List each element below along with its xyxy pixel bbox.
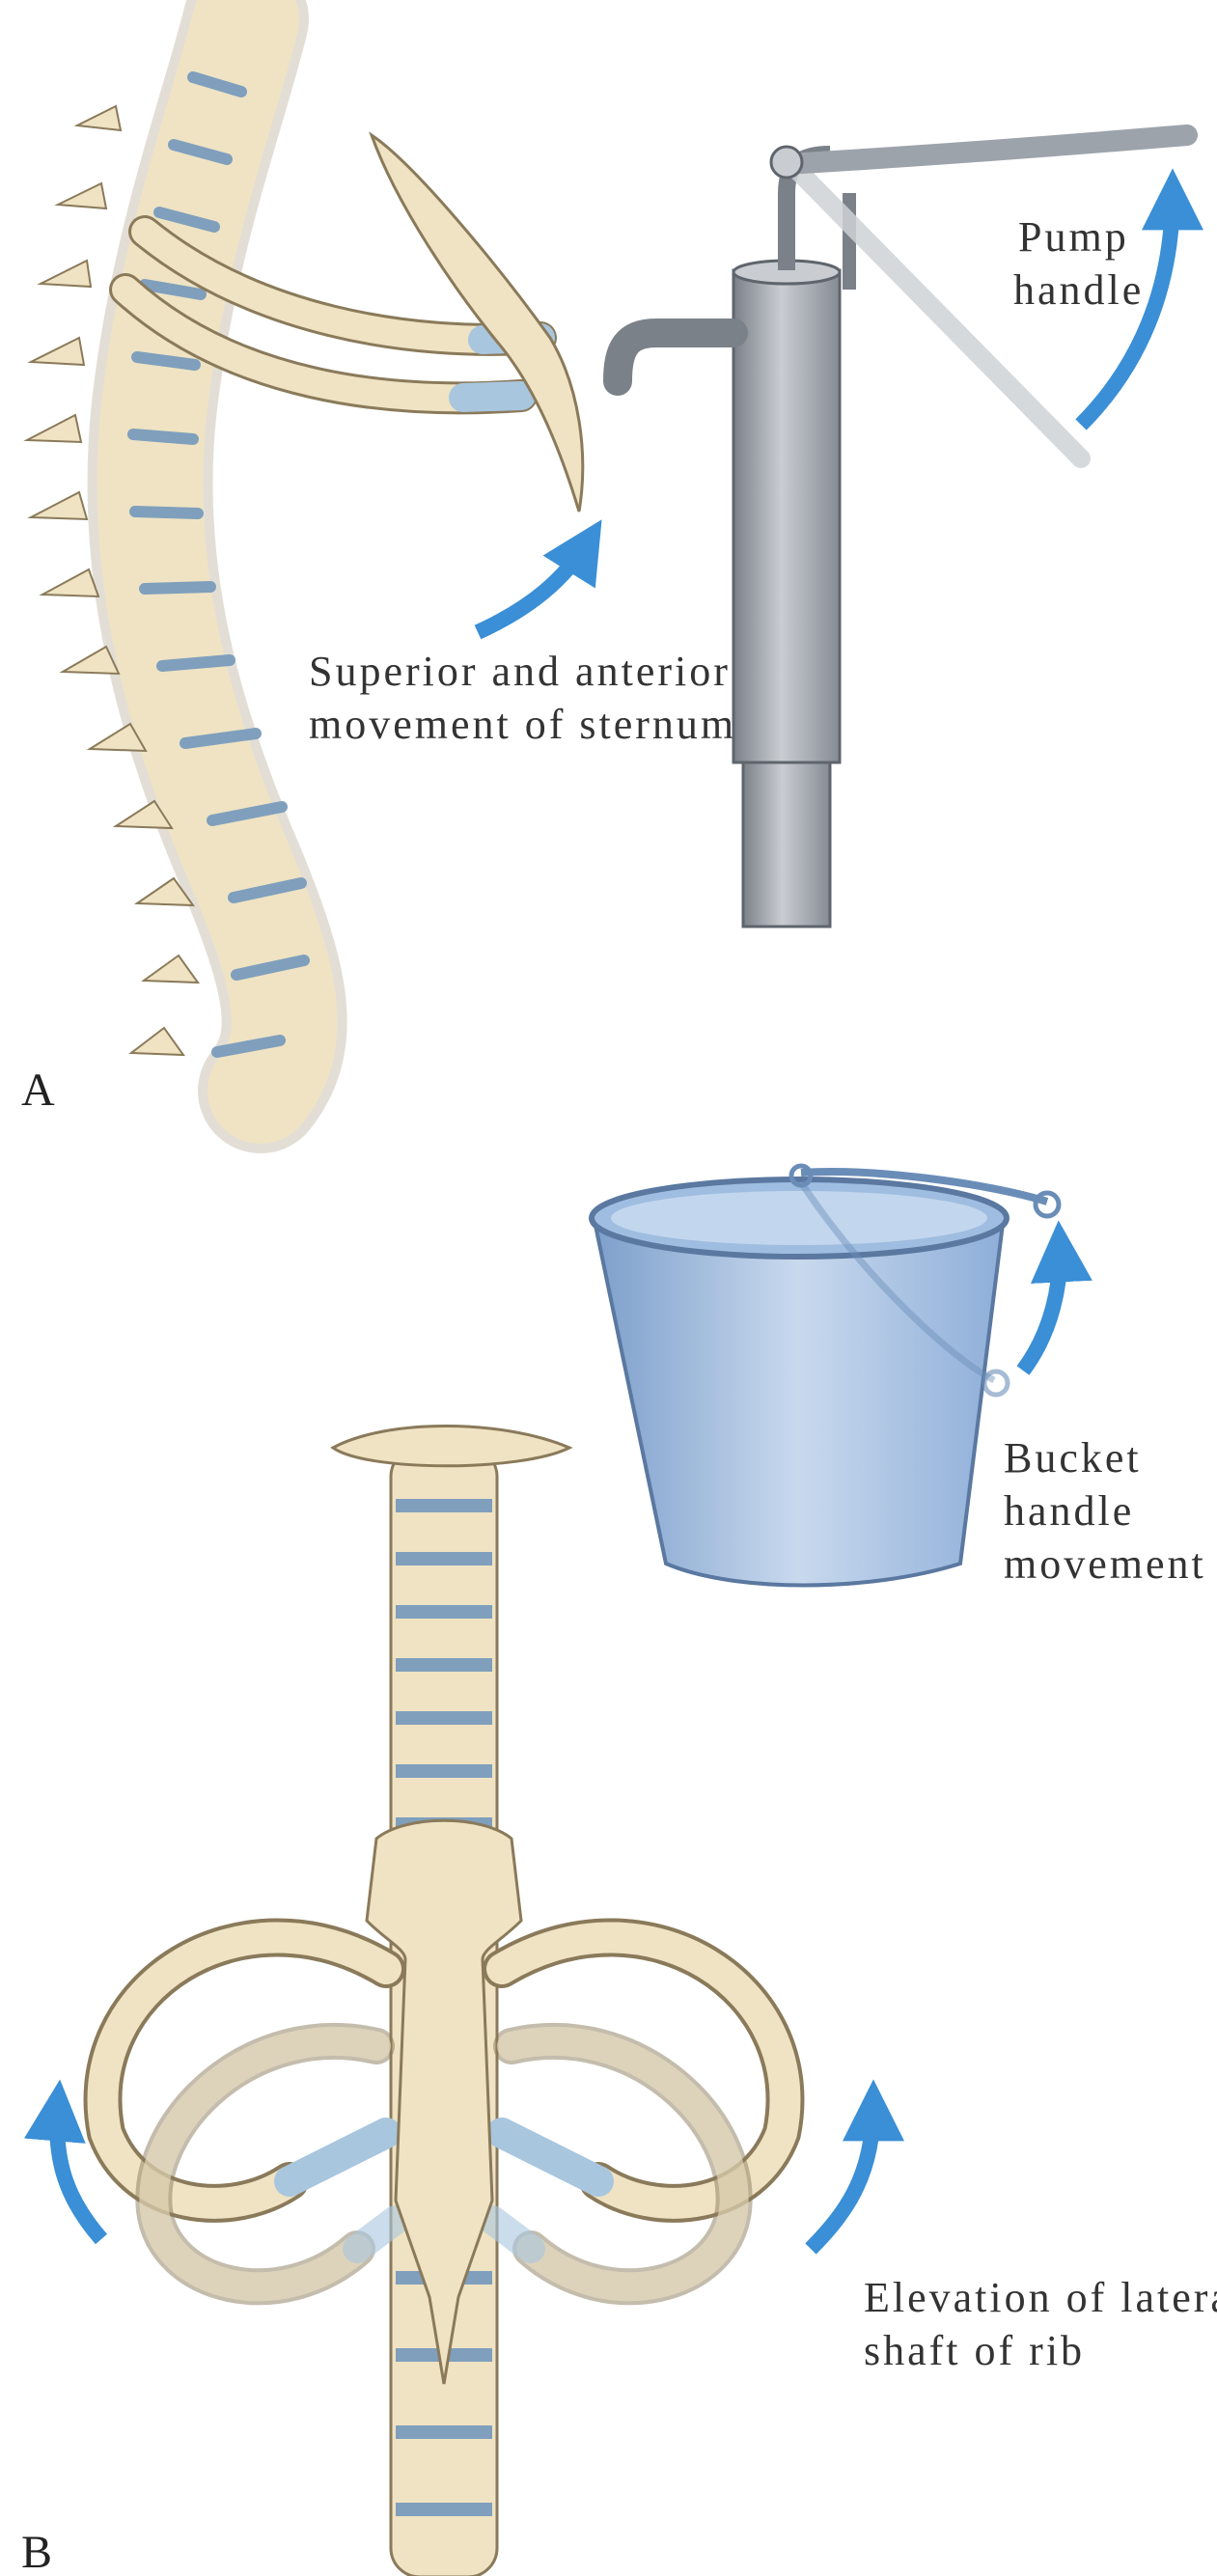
panel-a: Superior and anterior movement of sternu… <box>21 19 1187 1116</box>
sternum-movement-label: Superior and anterior movement of sternu… <box>309 648 744 748</box>
rib-elevation-label: Elevation of lateral shaft of rib <box>864 2274 1217 2374</box>
spine-lateral <box>27 19 304 1091</box>
panel-b-letter: B <box>21 2527 52 2576</box>
pump-handle-raised <box>787 135 1187 164</box>
bucket-handle-arrow <box>1023 1245 1060 1371</box>
bucket <box>592 1166 1059 1586</box>
sternum-movement-arrow <box>478 540 589 632</box>
bucket-handle-label: Bucket handle movement <box>1004 1434 1206 1588</box>
pump-handle-label: Pump handle <box>1013 213 1144 314</box>
panel-a-letter: A <box>21 1065 55 1116</box>
panel-b: Bucket handle movement <box>21 1166 1217 2576</box>
right-rib-elevation-arrow <box>811 2104 873 2249</box>
